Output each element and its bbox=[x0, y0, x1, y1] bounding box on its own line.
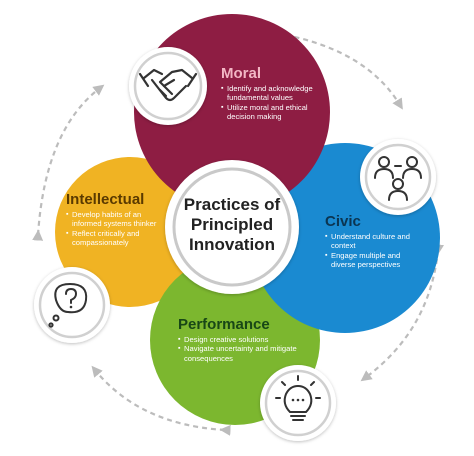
civic-bullets: Understand culture and context Engage mu… bbox=[325, 232, 417, 270]
arrow-intellectual-to-moral bbox=[32, 84, 105, 241]
civic-section: Civic Understand culture and context Eng… bbox=[325, 214, 417, 270]
center-title-line: Practices of bbox=[183, 195, 281, 214]
civic-bullet: Engage multiple and diverse perspectives bbox=[325, 251, 417, 270]
intellectual-section: Intellectual Develop habits of an inform… bbox=[66, 192, 166, 248]
civic-title: Civic bbox=[325, 213, 361, 230]
cycle-arrows bbox=[32, 24, 445, 436]
moral-bullet: Utilize moral and ethical decision makin… bbox=[221, 103, 317, 122]
moral-bullets: Identify and acknowledge fundamental val… bbox=[221, 84, 317, 122]
center-inner-ring bbox=[172, 167, 292, 287]
arrow-performance-to-intellectual bbox=[91, 365, 231, 436]
handshake-icon bbox=[129, 47, 207, 125]
arrow-moral-to-civic bbox=[244, 24, 403, 110]
lightbulb-icon bbox=[260, 365, 336, 441]
performance-title: Performance bbox=[178, 316, 270, 333]
arrow-civic-to-performance bbox=[360, 243, 445, 382]
intellectual-title: Intellectual bbox=[66, 191, 145, 208]
performance-bullet: Design creative solutions bbox=[178, 335, 298, 345]
question-thought-bubble-icon bbox=[34, 267, 110, 343]
center-title-line: Innovation bbox=[189, 235, 275, 254]
intellectual-bullets: Develop habits of an informed systems th… bbox=[66, 210, 166, 248]
performance-bullet: Navigate uncertainty and mitigate conseq… bbox=[178, 344, 298, 363]
moral-section: Moral Identify and acknowledge fundament… bbox=[221, 66, 317, 122]
performance-bullets: Design creative solutions Navigate uncer… bbox=[178, 335, 298, 363]
center-title: Practices of Principled Innovation bbox=[172, 195, 292, 255]
performance-section: Performance Design creative solutions Na… bbox=[178, 317, 298, 363]
intellectual-bullet: Develop habits of an informed systems th… bbox=[66, 210, 166, 229]
moral-bullet: Identify and acknowledge fundamental val… bbox=[221, 84, 317, 103]
civic-bullet: Understand culture and context bbox=[325, 232, 417, 251]
center-title-line: Principled bbox=[190, 215, 274, 234]
moral-title: Moral bbox=[221, 65, 262, 82]
intellectual-bullet: Reflect critically and compassionately bbox=[66, 229, 166, 248]
people-group-icon bbox=[360, 139, 436, 215]
